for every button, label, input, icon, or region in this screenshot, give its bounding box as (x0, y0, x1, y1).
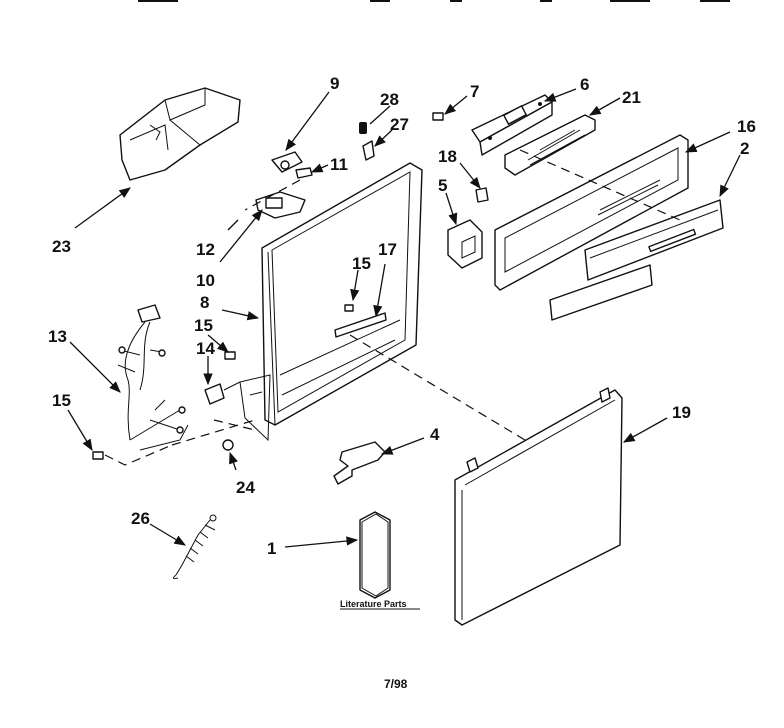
part-14-switch (204, 381, 241, 405)
part-7-screw (432, 112, 444, 121)
callout-2: 2 (740, 139, 749, 158)
assembly-dashed-lines (104, 149, 681, 466)
part-17-rail (334, 312, 387, 338)
part-21-button-pad (504, 114, 596, 176)
part-23-shield (119, 87, 241, 181)
callout-11: 11 (330, 155, 348, 174)
callout-1: 1 (267, 539, 276, 558)
part-26-spring (172, 514, 217, 580)
callout-4: 4 (430, 425, 440, 444)
callout-15-b: 15 (194, 316, 213, 335)
callout-27: 27 (390, 115, 409, 134)
callout-6: 6 (580, 75, 589, 94)
callout-16: 16 (737, 117, 756, 136)
part-6-control-panel (471, 94, 553, 156)
callout-10: 10 (196, 271, 215, 290)
callout-26: 26 (131, 509, 150, 528)
part-24-washer (222, 439, 234, 451)
part-8-inner-door (239, 162, 423, 442)
callout-28: 28 (380, 90, 399, 109)
part-27-clip (362, 140, 375, 161)
callout-8: 8 (200, 293, 209, 312)
part-15-screw-c (92, 451, 104, 460)
footer-date: 7/98 (384, 677, 408, 691)
part-16-console (494, 134, 689, 291)
callout-13: 13 (48, 327, 67, 346)
literature-parts-label: Literature Parts (340, 599, 407, 609)
part-10-latch (255, 191, 306, 219)
part-28-spring (359, 122, 367, 134)
callout-leaders (67, 88, 741, 548)
callout-21: 21 (622, 88, 641, 107)
part-2-trim (549, 264, 653, 321)
part-19-outer-door (454, 387, 623, 626)
callout-9: 9 (330, 74, 339, 93)
callout-15-a: 15 (352, 254, 371, 273)
callout-17: 17 (378, 240, 397, 259)
callout-23: 23 (52, 237, 71, 256)
callout-18: 18 (438, 147, 457, 166)
part-13-wire-harness (117, 304, 189, 451)
callout-7: 7 (470, 82, 479, 101)
callout-12: 12 (196, 240, 215, 259)
part-1-literature (359, 511, 391, 599)
callout-19: 19 (672, 403, 691, 422)
callout-14: 14 (196, 339, 215, 358)
part-15-screw-b (224, 351, 236, 360)
part-2-nameplate (584, 199, 724, 281)
part-15-screw-a (344, 304, 354, 312)
callout-labels: 9 28 27 11 7 6 21 16 2 18 5 23 12 10 8 1… (48, 74, 756, 558)
part-18-component (475, 187, 489, 203)
callout-24: 24 (236, 478, 255, 497)
callout-5: 5 (438, 176, 447, 195)
top-cropped-text (138, 0, 730, 2)
part-5-control-module (447, 219, 483, 269)
part-4-hinge-clip (333, 441, 386, 485)
part-9-switch (271, 151, 313, 179)
callout-15-c: 15 (52, 391, 71, 410)
